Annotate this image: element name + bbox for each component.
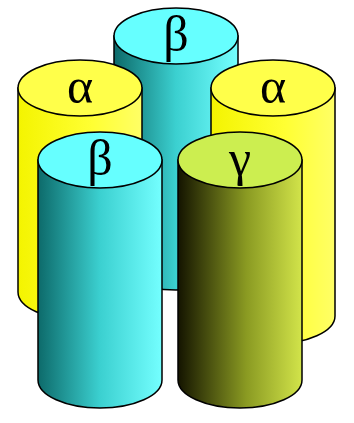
cylinder-top <box>211 60 335 116</box>
subunit-label: β <box>163 9 188 59</box>
cylinder-body <box>38 160 162 408</box>
subunit-label: α <box>67 61 93 111</box>
cylinder-top <box>38 132 162 188</box>
subunit-cylinder: γ <box>176 130 304 410</box>
cylinder-body <box>178 160 302 408</box>
subunit-cylinder: β <box>36 130 164 410</box>
subunit-label: β <box>87 133 112 183</box>
subunit-label: γ <box>229 133 251 183</box>
cylinder-top <box>178 132 302 188</box>
cylinder-top <box>114 8 238 64</box>
subunit-label: α <box>260 61 286 111</box>
cylinder-top <box>18 60 142 116</box>
